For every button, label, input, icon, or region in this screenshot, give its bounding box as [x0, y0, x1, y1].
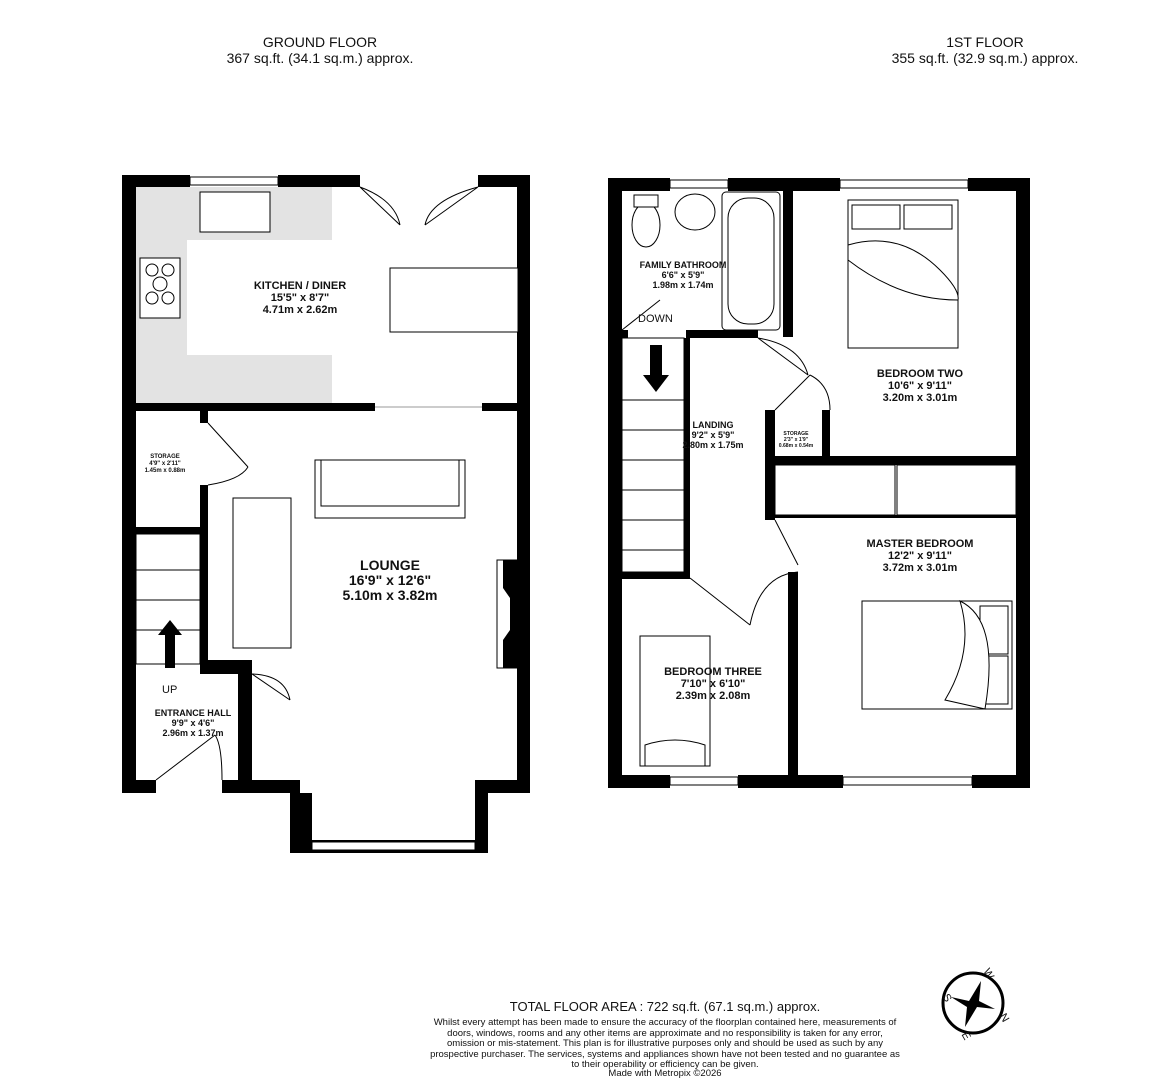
dining-table-icon [389, 267, 519, 333]
room-metric: 2.96m x 1.37m [162, 728, 224, 738]
room-imperial: 7'10" x 6'10" [680, 678, 746, 690]
ground-floor-plan [122, 175, 530, 853]
sink-icon [199, 191, 271, 233]
room-label-master-bedroom: MASTER BEDROOM 12'2" x 9'11" 3.72m x 3.0… [867, 538, 974, 574]
sofa-icon [314, 459, 466, 519]
ground-floor-title: GROUND FLOOR [262, 34, 378, 50]
window [669, 179, 729, 189]
room-metric: 3.20m x 3.01m [882, 392, 958, 404]
sofa-icon [232, 497, 292, 649]
hob-icon [139, 257, 181, 319]
room-metric: 1.98m x 1.74m [652, 280, 714, 290]
down-arrow-icon [643, 345, 669, 392]
basin-icon [674, 193, 716, 231]
room-name: LOUNGE [360, 557, 420, 573]
room-imperial: 2'3" x 1'9" [783, 437, 809, 443]
window [839, 179, 969, 189]
room-name: BEDROOM THREE [664, 666, 762, 678]
room-imperial: 12'2" x 9'11" [887, 550, 952, 562]
window [842, 776, 973, 786]
room-name: ENTRANCE HALL [154, 708, 232, 718]
door-swing [621, 299, 831, 626]
total-floor-area: TOTAL FLOOR AREA : 722 sq.ft. (67.1 sq.m… [509, 999, 821, 1014]
room-label-entrance-hall: ENTRANCE HALL 9'9" x 4'6" 2.96m x 1.37m [155, 708, 232, 738]
bay-window [311, 841, 476, 851]
wardrobe-icon [774, 464, 896, 516]
window [669, 776, 739, 786]
room-name: MASTER BEDROOM [866, 538, 974, 550]
first-floor-plan [608, 178, 1030, 788]
room-imperial: 10'6" x 9'11" [887, 380, 952, 392]
window [189, 176, 279, 186]
room-label-storage-first: STORAGE 2'3" x 1'9" 0.68m x 0.54m [779, 432, 814, 450]
room-label-bedroom-three: BEDROOM THREE 7'10" x 6'10" 2.39m x 2.08… [664, 666, 762, 702]
room-label-bedroom-two: BEDROOM TWO 10'6" x 9'11" 3.20m x 3.01m [877, 368, 963, 404]
made-with: Made with Metropix ©2026 [608, 1068, 722, 1079]
bed-icon [861, 600, 1013, 710]
room-name: KITCHEN / DINER [253, 280, 347, 292]
room-imperial: 9'9" x 4'6" [171, 718, 215, 728]
room-label-landing: LANDING 9'2" x 5'9" 2.80m x 1.75m [682, 420, 743, 450]
room-metric: 5.10m x 3.82m [342, 587, 438, 603]
first-floor-header: 1ST FLOOR 355 sq.ft. (32.9 sq.m.) approx… [850, 34, 1120, 66]
french-door-icon [359, 186, 479, 226]
room-label-kitchen: KITCHEN / DINER 15'5" x 8'7" 4.71m x 2.6… [254, 280, 346, 316]
stairs-icon [621, 337, 685, 573]
room-imperial: 16'9" x 12'6" [348, 572, 432, 588]
up-arrow-icon [158, 620, 182, 668]
room-metric: 4.71m x 2.62m [262, 304, 338, 316]
stairs-up-label: UP [162, 684, 178, 696]
room-name: LANDING [692, 420, 734, 430]
room-label-lounge: LOUNGE 16'9" x 12'6" 5.10m x 3.82m [343, 558, 438, 603]
room-imperial: 9'2" x 5'9" [691, 430, 735, 440]
room-name: BEDROOM TWO [876, 368, 964, 380]
room-imperial: 4'9" x 2'11" [149, 461, 181, 467]
room-metric: 3.72m x 3.01m [882, 562, 958, 574]
room-metric: 0.68m x 0.54m [778, 443, 814, 449]
room-label-storage: STORAGE 4'9" x 2'11" 1.45m x 0.88m [145, 454, 186, 475]
stairs-down-label: DOWN [638, 313, 673, 325]
wardrobe-icon [896, 464, 1017, 516]
room-metric: 2.80m x 1.75m [682, 440, 744, 450]
toilet-icon [631, 202, 661, 248]
disclaimer: Whilst every attempt has been made to en… [430, 1017, 900, 1070]
bath-icon [721, 191, 781, 331]
room-label-bathroom: FAMILY BATHROOM 6'6" x 5'9" 1.98m x 1.74… [640, 260, 727, 290]
first-floor-title: 1ST FLOOR [946, 34, 1024, 50]
compass-icon [941, 971, 1005, 1035]
room-metric: 1.45m x 0.88m [144, 468, 186, 474]
room-metric: 2.39m x 2.08m [675, 690, 751, 702]
room-imperial: 6'6" x 5'9" [661, 270, 705, 280]
ground-floor-area: 367 sq.ft. (34.1 sq.m.) approx. [226, 50, 414, 66]
room-imperial: 15'5" x 8'7" [270, 292, 330, 304]
first-floor-area: 355 sq.ft. (32.9 sq.m.) approx. [891, 50, 1079, 66]
ground-floor-header: GROUND FLOOR 367 sq.ft. (34.1 sq.m.) app… [180, 34, 460, 66]
room-name: FAMILY BATHROOM [639, 260, 727, 270]
room-name: STORAGE [783, 431, 809, 437]
door-swing [155, 422, 291, 781]
room-name: STORAGE [150, 454, 180, 460]
